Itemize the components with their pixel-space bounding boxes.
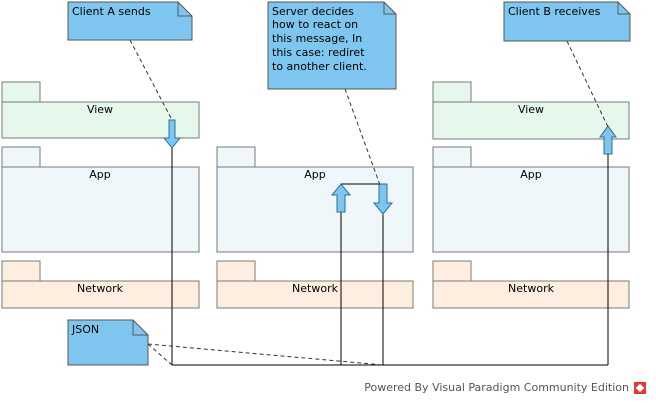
view-label: View: [518, 103, 544, 116]
note-json[interactable]: JSON: [67, 319, 149, 366]
network-label: Network: [292, 282, 339, 295]
note-text: Client B receives: [508, 5, 601, 18]
app-label: App: [304, 168, 326, 181]
note-text-line-5: to another client.: [272, 60, 367, 73]
note-text: JSON: [71, 323, 99, 336]
app-package-client-a[interactable]: App: [1, 146, 200, 253]
view-package-client-b[interactable]: View: [432, 81, 630, 140]
app-label: App: [89, 168, 111, 181]
note-client-b-receives[interactable]: Client B receives: [503, 1, 631, 42]
note-text-line-4: this case: rediret: [272, 46, 365, 59]
network-package-client-a[interactable]: Network: [1, 260, 200, 309]
note-server-decides[interactable]: Server decides how to react on this mess…: [267, 1, 397, 90]
note-text-line-3: this message, In: [272, 32, 362, 45]
network-label: Network: [77, 282, 124, 295]
note-text: Client A sends: [72, 5, 151, 18]
visual-paradigm-logo-icon: [634, 381, 646, 394]
note-anchors: [129, 39, 609, 366]
arrow-down-client-a: [162, 119, 182, 149]
network-package-client-b[interactable]: Network: [432, 260, 630, 309]
view-label: View: [87, 103, 113, 116]
note-text-line-1: Server decides: [272, 5, 354, 18]
arrow-up-server: [330, 183, 352, 213]
network-package-server[interactable]: Network: [216, 260, 414, 309]
message-flow-lines: [171, 148, 609, 366]
app-package-client-b[interactable]: App: [432, 146, 630, 253]
note-text-line-2: how to react on: [272, 18, 358, 31]
arrow-up-client-b: [599, 125, 617, 155]
arrow-down-server: [372, 183, 394, 215]
footer-text: Powered By Visual Paradigm Community Edi…: [364, 381, 629, 394]
network-label: Network: [508, 282, 555, 295]
powered-by-footer: Powered By Visual Paradigm Community Edi…: [364, 381, 646, 394]
app-label: App: [520, 168, 542, 181]
note-client-a-sends[interactable]: Client A sends: [67, 1, 193, 41]
